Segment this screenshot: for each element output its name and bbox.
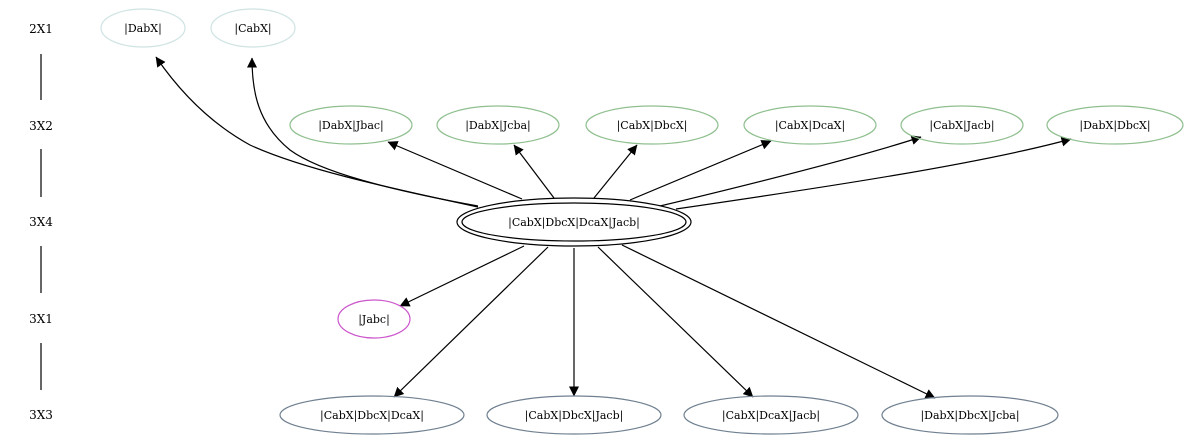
node-center[interactable]: |CabX|DbcX|DcaX|Jacb| <box>456 197 692 247</box>
node-dabx-jbac[interactable]: |DabX|Jbac| <box>289 105 413 145</box>
edges <box>155 56 1072 399</box>
nodes: |DabX| |CabX| |DabX|Jbac| |DabX|Jcba| |C… <box>100 8 1184 435</box>
rank-label-3x4: 3X4 <box>29 215 53 229</box>
node-cabx-dbcx-jacb[interactable]: |CabX|DbcX|Jacb| <box>486 395 662 435</box>
rank-label-3x3: 3X3 <box>29 408 53 422</box>
node-label: |CabX| <box>234 22 271 36</box>
node-dabx[interactable]: |DabX| <box>100 8 186 48</box>
node-label: |DabX|DbcX| <box>1079 119 1150 133</box>
node-label: |DabX|Jcba| <box>465 119 531 133</box>
edge-center-to-cabx <box>247 57 479 207</box>
node-label: |DabX|Jbac| <box>318 119 384 133</box>
edge-center-to-cabx-dcax <box>629 140 772 201</box>
node-cabx-dcax-jacb[interactable]: |CabX|DcaX|Jacb| <box>683 395 859 435</box>
node-cabx[interactable]: |CabX| <box>210 8 296 48</box>
node-label: |CabX|DbcX|DcaX|Jacb| <box>508 216 640 230</box>
node-label: |CabX|DbcX|DcaX| <box>320 409 424 423</box>
node-label: |CabX|DcaX| <box>775 119 845 133</box>
node-jabc[interactable]: |Jabc| <box>337 299 411 339</box>
node-cabx-jacb[interactable]: |CabX|Jacb| <box>900 105 1024 145</box>
edge-center-to-dabx-jbac <box>387 141 523 200</box>
edge-center-to-dabx <box>155 56 479 208</box>
edge-center-to-jabc <box>399 245 525 307</box>
node-label: |CabX|DcaX|Jacb| <box>722 409 820 423</box>
edge-center-to-b3 <box>597 246 754 398</box>
node-dabx-dbcx[interactable]: |DabX|DbcX| <box>1046 105 1184 145</box>
node-cabx-dcax[interactable]: |CabX|DcaX| <box>743 105 877 145</box>
edge-center-to-cabx-jacb <box>659 135 922 207</box>
rank-label-3x2: 3X2 <box>29 119 53 133</box>
edge-center-to-cabx-dbcx <box>593 144 638 199</box>
node-label: |CabX|DbcX|Jacb| <box>525 409 624 423</box>
node-label: |DabX|DbcX|Jcba| <box>920 409 1019 423</box>
node-label: |Jabc| <box>358 313 390 327</box>
edge-center-to-dabx-jcba <box>513 144 555 199</box>
rank-label-2x1: 2X1 <box>29 22 53 36</box>
rank-label-3x1: 3X1 <box>29 312 53 326</box>
node-cabx-dbcx-dcax[interactable]: |CabX|DbcX|DcaX| <box>279 395 465 435</box>
node-label: |DabX| <box>124 22 162 36</box>
edge-center-to-dabx-dbcx <box>675 136 1072 210</box>
node-dabx-jcba[interactable]: |DabX|Jcba| <box>436 105 560 145</box>
node-label: |CabX|Jacb| <box>929 119 994 133</box>
edge-center-to-b1 <box>393 246 549 398</box>
edge-center-to-b4 <box>621 244 936 399</box>
node-label: |CabX|DbcX| <box>617 119 688 133</box>
rank-legend: 2X1 3X2 3X4 3X1 3X3 <box>29 22 53 422</box>
node-cabx-dbcx[interactable]: |CabX|DbcX| <box>585 105 719 145</box>
node-dabx-dbcx-jcba[interactable]: |DabX|DbcX|Jcba| <box>881 395 1059 435</box>
